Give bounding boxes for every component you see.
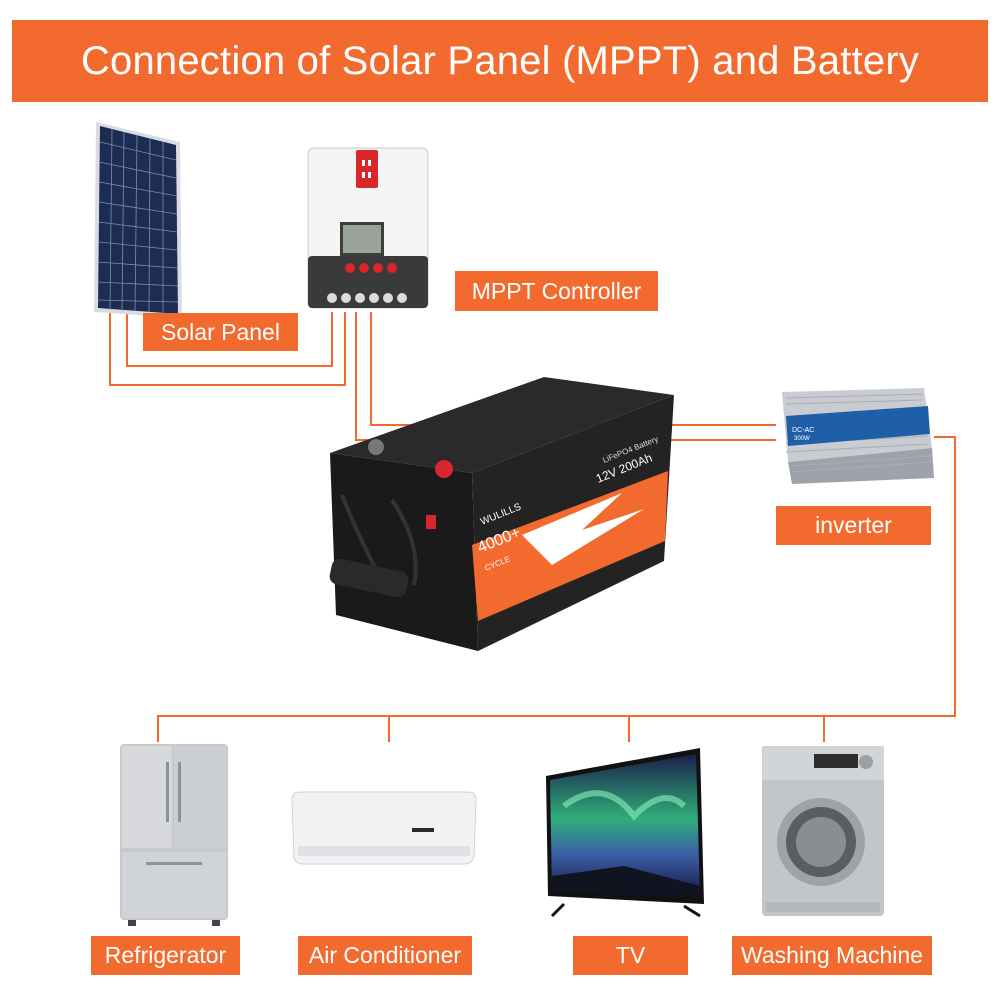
solar-panel-label: Solar Panel: [143, 313, 298, 351]
tv-label-text: TV: [615, 942, 646, 968]
washing-machine-icon: [762, 746, 884, 916]
inverter-label-text: inverter: [815, 512, 892, 538]
mppt-controller-label: MPPT Controller: [455, 271, 658, 311]
inverter-label: inverter: [776, 506, 931, 545]
inverter-icon: DC-AC 300W: [782, 388, 934, 484]
refrigerator-label-text: Refrigerator: [104, 942, 227, 968]
solar-panel-label-text: Solar Panel: [161, 318, 280, 345]
washing-machine-label-text: Washing Machine: [741, 942, 923, 968]
title-banner: Connection of Solar Panel (MPPT) and Bat…: [12, 20, 988, 102]
air-conditioner-icon: [291, 791, 477, 865]
wire-solar-to-controller-1: [109, 312, 346, 386]
tv-icon: [546, 748, 704, 918]
mppt-controller-label-text: MPPT Controller: [471, 277, 642, 304]
refrigerator-icon: [120, 744, 228, 926]
tv-label: TV: [573, 936, 688, 975]
page-title: Connection of Solar Panel (MPPT) and Bat…: [80, 38, 920, 83]
inverter-type-text: DC-AC: [792, 427, 814, 434]
mppt-controller-icon: [307, 147, 429, 309]
air-conditioner-label: Air Conditioner: [298, 936, 472, 975]
refrigerator-label: Refrigerator: [91, 936, 240, 975]
washing-machine-label: Washing Machine: [732, 936, 932, 975]
wire-inverter-to-bus: [157, 436, 956, 742]
battery-icon: WULILLS 4000+ CYCLE LiFePO4 Battery 12V …: [329, 377, 674, 651]
solar-panel-icon: [94, 122, 182, 318]
air-conditioner-label-text: Air Conditioner: [308, 942, 462, 968]
wire-solar-to-controller-2: [126, 312, 333, 367]
inverter-power-text: 300W: [794, 436, 810, 442]
